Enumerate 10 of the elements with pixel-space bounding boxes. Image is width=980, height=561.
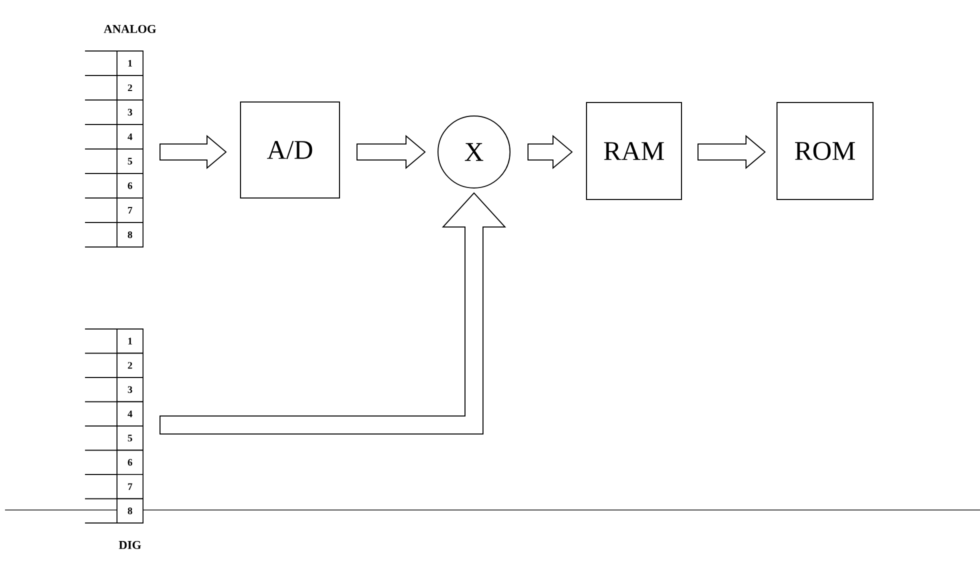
block-arrow	[356, 134, 426, 170]
block-arrow	[160, 134, 227, 170]
process-box: A/D	[240, 102, 340, 198]
heading: ANALOG	[104, 24, 156, 34]
block-arrow	[160, 192, 506, 434]
heading: DIG	[118, 540, 141, 550]
process-box: ROM	[776, 102, 874, 200]
process-box: RAM	[586, 102, 682, 200]
block-arrow	[698, 134, 766, 170]
block-arrow	[528, 134, 573, 170]
